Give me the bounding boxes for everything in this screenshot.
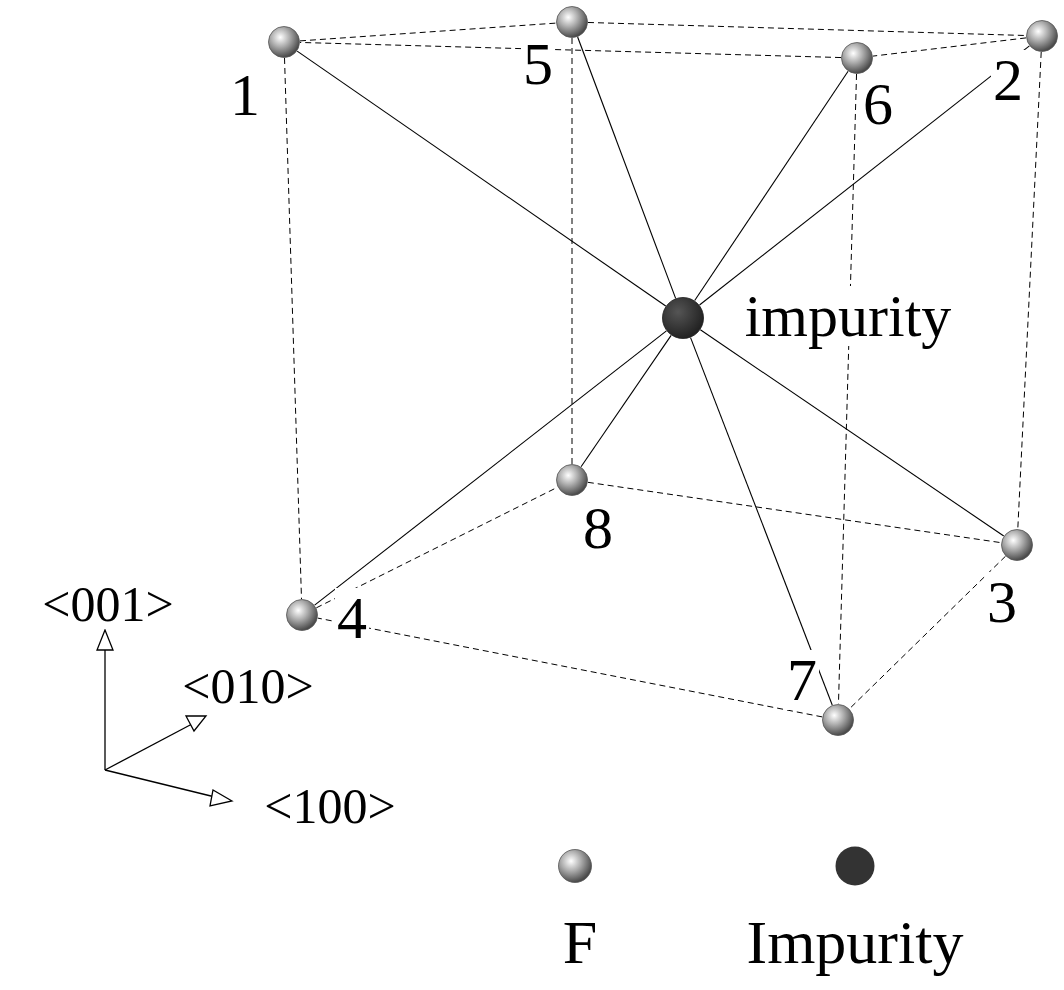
cell-edge xyxy=(588,482,1001,542)
cell-edge xyxy=(300,23,556,41)
atom-sphere xyxy=(268,26,300,58)
fluorine-atom: 8 xyxy=(556,464,588,496)
axis-100 xyxy=(105,770,215,797)
legend-swatch xyxy=(835,846,875,886)
axis-001 xyxy=(104,645,105,770)
callout-number: 7 xyxy=(785,650,819,710)
fluorine-atom: 6 xyxy=(841,42,873,74)
fluorine-atom: 1 xyxy=(268,26,300,58)
cell-edge xyxy=(849,556,1005,709)
fluorine-atom: 4 xyxy=(286,599,318,631)
axis-head xyxy=(210,790,232,806)
cell-edge xyxy=(572,38,573,464)
axis-label: <001> xyxy=(40,579,175,629)
axis-head xyxy=(186,716,206,731)
callout-number: 8 xyxy=(581,498,615,558)
fluorine-atom: 2 xyxy=(1026,20,1058,52)
axis-010 xyxy=(105,724,192,770)
callout-number: 1 xyxy=(228,65,262,125)
legend-text: F xyxy=(561,911,599,973)
legend-swatch xyxy=(558,849,592,883)
fluorine-atom: 5 xyxy=(556,6,588,38)
atom-sphere xyxy=(822,704,854,736)
atom-sphere xyxy=(1026,20,1058,52)
callout-number: 4 xyxy=(335,588,369,648)
axis-label: <100> xyxy=(262,781,397,831)
cell-edge xyxy=(1018,52,1041,529)
axis-label: <010> xyxy=(180,661,315,711)
atom-sphere xyxy=(841,42,873,74)
bond-line xyxy=(297,51,666,306)
callout-number: 2 xyxy=(991,50,1025,110)
atom-sphere xyxy=(286,599,318,631)
callout-number: 6 xyxy=(861,74,895,134)
cell-edge xyxy=(588,22,1026,35)
atom-sphere xyxy=(1001,529,1033,561)
atom-sphere xyxy=(556,464,588,496)
bond-line xyxy=(578,37,676,298)
impurity-atom: impurity xyxy=(662,297,704,339)
atom-label: impurity xyxy=(743,286,954,346)
axis-head xyxy=(97,630,113,650)
bond-line xyxy=(700,330,1003,536)
cell-edge xyxy=(318,618,823,717)
atom-sphere xyxy=(662,297,704,339)
cell-edge xyxy=(285,58,302,599)
callout-number: 5 xyxy=(521,34,555,94)
cell-edge xyxy=(838,74,856,704)
fluorine-atom: 7 xyxy=(822,704,854,736)
bond-line xyxy=(315,331,667,605)
fluorine-atom: 3 xyxy=(1001,529,1033,561)
atom-sphere xyxy=(556,6,588,38)
bond-line xyxy=(695,71,848,300)
cell-edge xyxy=(300,42,841,57)
legend-text: Impurity xyxy=(745,911,966,973)
bond-line xyxy=(700,46,1030,305)
callout-number: 3 xyxy=(985,572,1019,632)
bond-line xyxy=(581,335,671,466)
